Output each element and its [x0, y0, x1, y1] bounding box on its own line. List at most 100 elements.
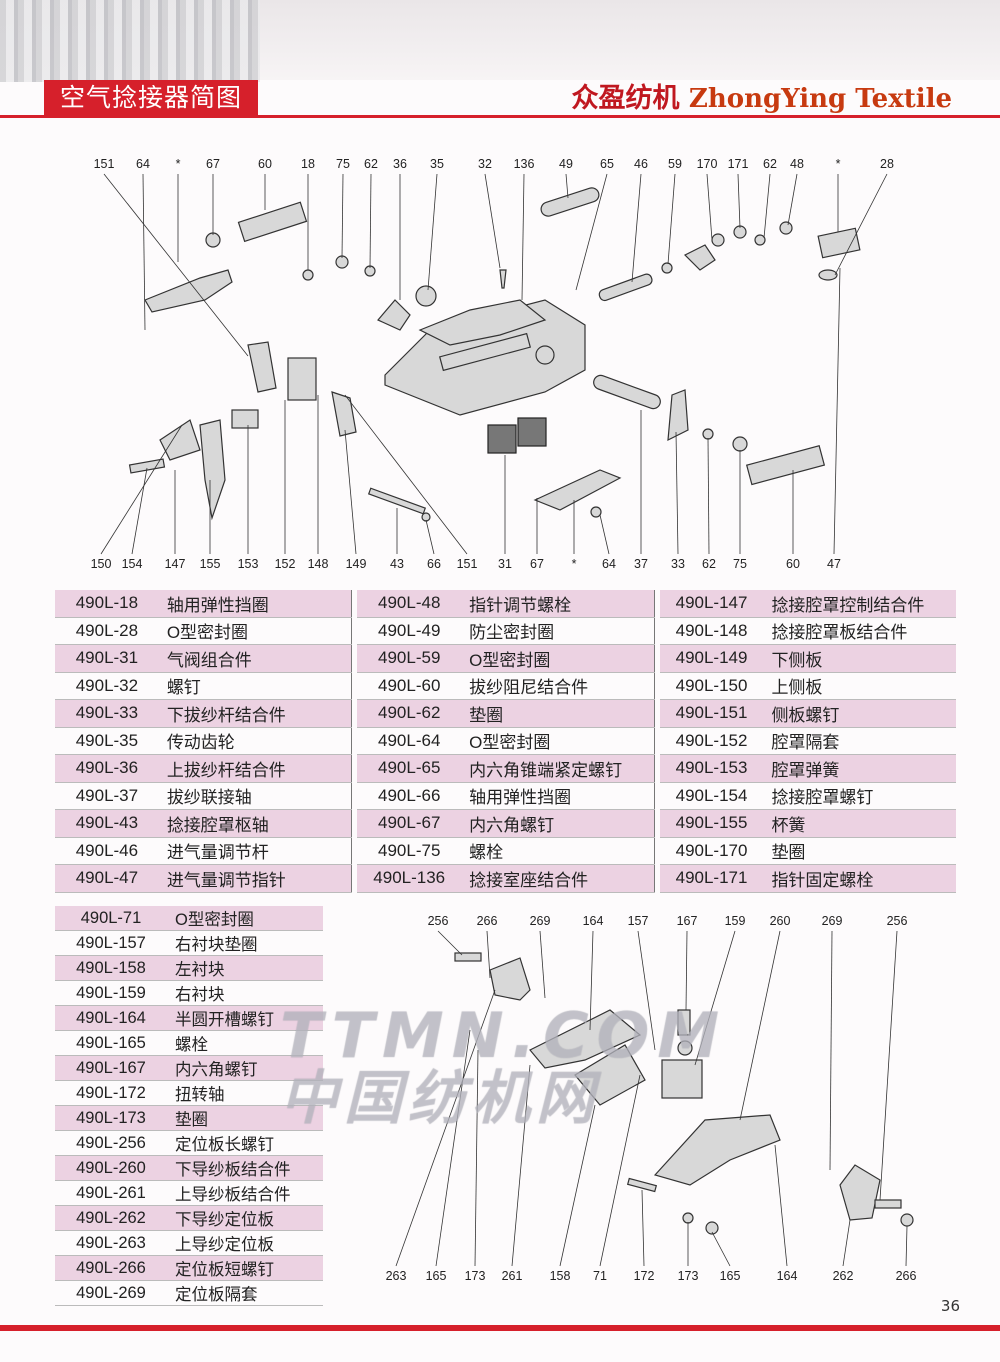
part-name: O型密封圈	[158, 617, 352, 645]
leader-line	[425, 519, 435, 555]
part-149-plate	[331, 391, 357, 437]
column-separator	[351, 727, 358, 755]
part-name: O型密封圈	[167, 906, 323, 931]
part-67-bracket	[533, 469, 622, 511]
part-code: 490L-263	[55, 1230, 167, 1256]
callout-label: 18	[301, 157, 315, 171]
callout-label: 75	[733, 557, 747, 571]
callout-label: 71	[593, 1269, 607, 1283]
part-name: 防尘密封圈	[461, 617, 655, 645]
part-code: 490L-136	[357, 864, 462, 893]
part-name: 内六角螺钉	[167, 1055, 323, 1081]
callout-label: 157	[628, 914, 649, 928]
leader-line	[539, 930, 546, 999]
leader-line	[131, 467, 148, 555]
column-separator	[351, 644, 358, 672]
leader-line	[521, 173, 525, 301]
part-code: 490L-262	[55, 1205, 167, 1231]
callout-label: 75	[336, 157, 350, 171]
part-name: 螺钉	[158, 672, 352, 700]
watermark-line2: 中国纺机网	[280, 1064, 601, 1132]
part-name: 上导纱板结合件	[167, 1180, 323, 1206]
part-name: 半圆开槽螺钉	[167, 1005, 323, 1031]
part-name: 指针固定螺栓	[763, 864, 956, 893]
part-31-valve-b	[517, 417, 547, 447]
part-155-arm	[199, 419, 226, 521]
part-code: 490L-152	[659, 727, 764, 755]
callout-label: 64	[602, 557, 616, 571]
callout-label: 47	[827, 557, 841, 571]
callout-label: 60	[258, 157, 272, 171]
leader-line	[739, 930, 781, 1121]
part-name: 左衬块	[167, 955, 323, 981]
column-separator	[351, 672, 358, 700]
callout-label: 173	[465, 1269, 486, 1283]
part-159-block	[661, 1059, 703, 1099]
part-name: 腔罩弹簧	[763, 754, 956, 783]
callout-label: 67	[206, 157, 220, 171]
leader-line	[707, 437, 710, 555]
callout-label: 136	[514, 157, 535, 171]
leader-line	[685, 930, 688, 1011]
part-code: 490L-157	[55, 930, 167, 956]
leader-line	[511, 1064, 531, 1267]
callout-label: 31	[498, 557, 512, 571]
part-name: 捻接腔罩板结合件	[763, 617, 956, 645]
part-code: 490L-31	[55, 644, 159, 673]
callout-label: 261	[502, 1269, 523, 1283]
part-name: 气阀组合件	[158, 644, 352, 673]
callout-label: *	[176, 157, 181, 171]
part-name: 扭转轴	[167, 1080, 323, 1106]
leader-line	[667, 173, 676, 265]
callout-label: 48	[790, 157, 804, 171]
leader-line	[427, 173, 438, 291]
leader-line	[829, 930, 833, 1171]
watermark: TTMN.COM 中国纺机网	[280, 1005, 727, 1132]
callout-label: 172	[634, 1269, 655, 1283]
part-28-oring	[818, 269, 838, 281]
leader-line	[341, 173, 344, 259]
part-code: 490L-154	[659, 782, 764, 810]
part-name: 捻接室座结合件	[461, 864, 655, 893]
part-153-spring	[231, 409, 259, 429]
leader-line	[631, 173, 642, 283]
part-name: 垫圈	[167, 1105, 323, 1131]
leader-line	[484, 173, 501, 269]
part-name: 捻接腔罩枢轴	[158, 809, 352, 838]
callout-label: 60	[786, 557, 800, 571]
part-name: 轴用弹性挡圈	[158, 590, 352, 618]
part-name: 下导纱定位板	[167, 1205, 323, 1231]
part-name: 拔纱联接轴	[158, 782, 352, 810]
part-name: O型密封圈	[461, 727, 655, 755]
part-code: 490L-48	[357, 590, 462, 618]
part-code: 490L-66	[357, 782, 462, 810]
leader-line	[774, 1144, 788, 1267]
part-code: 490L-149	[659, 644, 764, 673]
header-rule	[0, 115, 1000, 118]
part-code: 490L-46	[55, 837, 159, 865]
part-261-guide	[529, 1009, 642, 1069]
part-name: 腔罩隔套	[763, 727, 956, 755]
part-code: 490L-261	[55, 1180, 167, 1206]
part-code: 490L-43	[55, 809, 159, 838]
callout-label: 165	[426, 1269, 447, 1283]
part-name: 下拔纱杆结合件	[158, 699, 352, 728]
part-code: 490L-49	[357, 617, 462, 645]
column-separator	[351, 617, 358, 645]
callout-label: 43	[390, 557, 404, 571]
part-name: 右衬块	[167, 980, 323, 1006]
part-60-bottom	[745, 445, 826, 486]
leader-line	[905, 1225, 908, 1267]
part-name: 轴用弹性挡圈	[461, 782, 655, 810]
